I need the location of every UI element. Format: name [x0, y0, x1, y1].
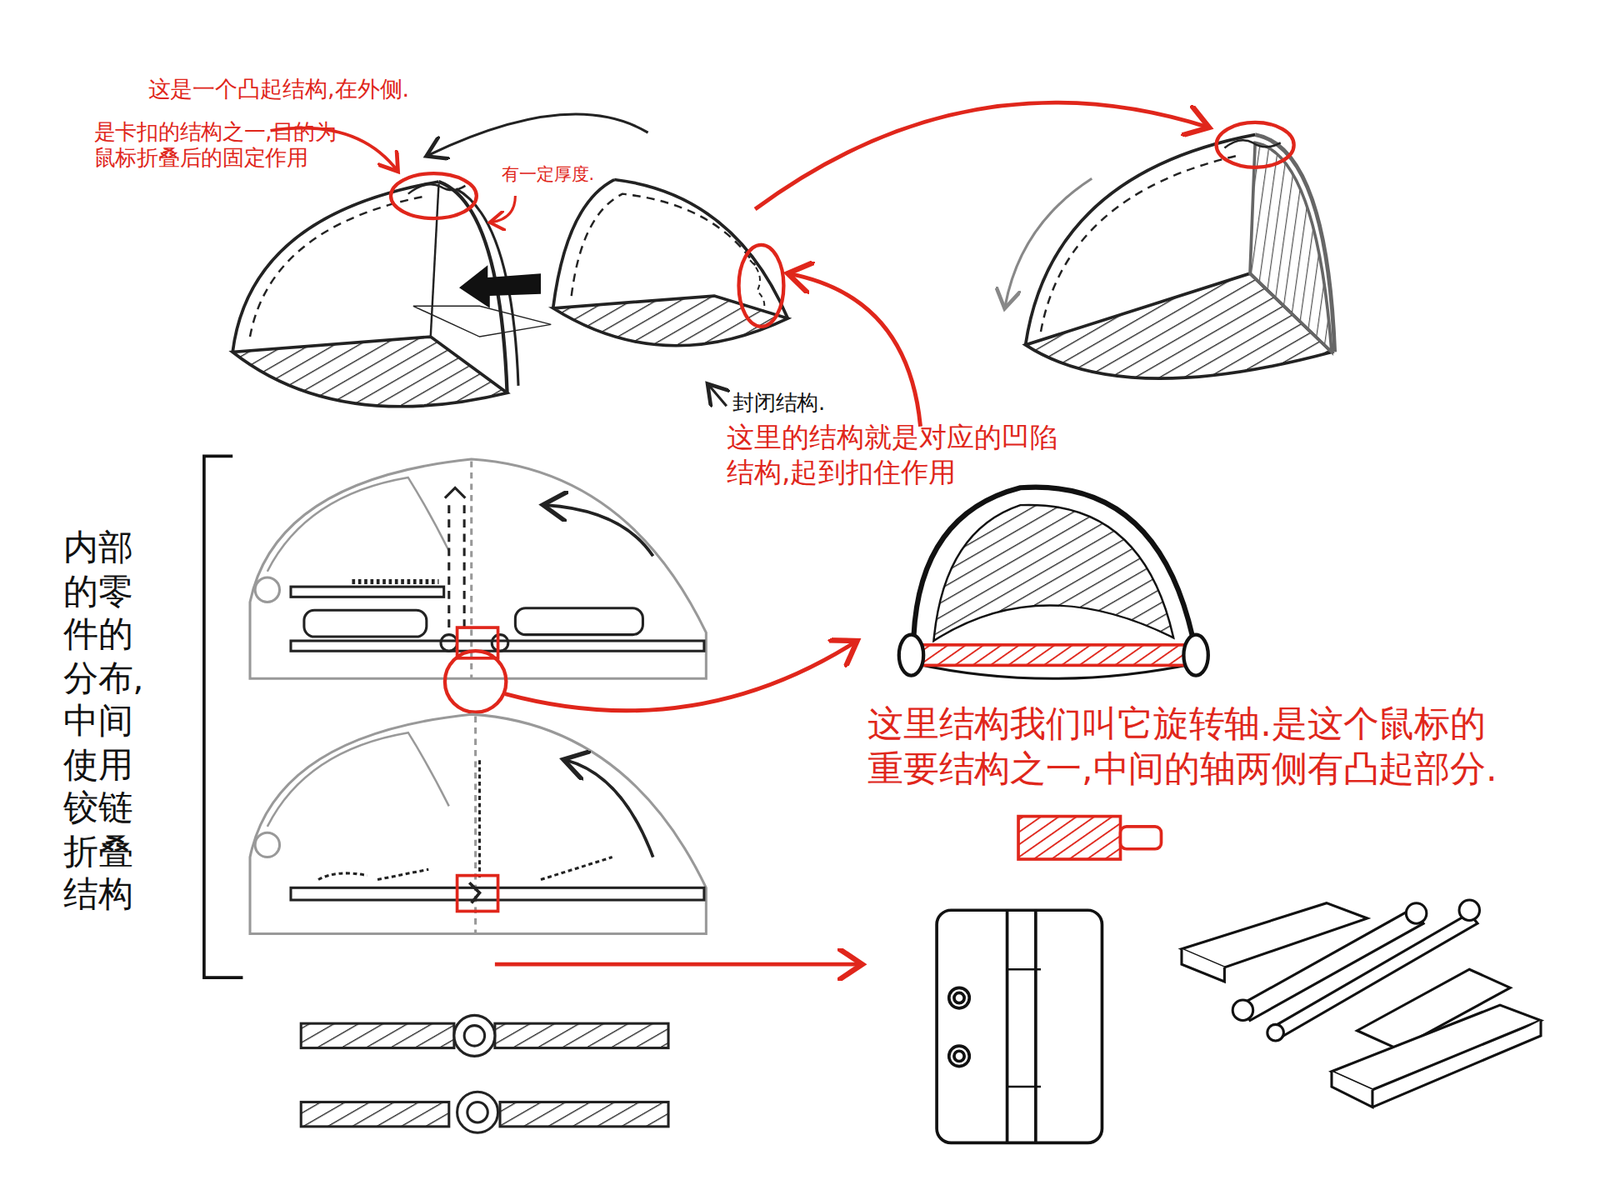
folded-shell: [1250, 142, 1332, 352]
hinge-front: [936, 910, 1102, 1143]
shaft-icon: [1018, 816, 1120, 860]
red-arrow: [495, 962, 863, 967]
side-view-open: [290, 586, 445, 597]
half-shell: [413, 305, 551, 337]
hinge-exploded: [1267, 1024, 1285, 1041]
folded-shell: [1224, 140, 1280, 148]
rotation-axis: [899, 487, 1209, 680]
side-view-open: [250, 459, 706, 679]
rotation-axis: [920, 645, 1196, 665]
hinge-section: [500, 1101, 669, 1126]
side-view-open: [515, 608, 643, 635]
highlight-ring: [1216, 122, 1295, 168]
side-view-open: [491, 635, 509, 652]
folded-shell: [1040, 155, 1240, 332]
highlight-ring: [445, 650, 506, 712]
quarter-shell: [553, 295, 789, 346]
side-view-open: [255, 577, 280, 602]
side-view-open: [267, 477, 450, 572]
hinge-front: [954, 1050, 965, 1061]
hinge-section: [467, 1101, 488, 1122]
hinge-section: [300, 1015, 669, 1133]
side-view-open: [470, 460, 473, 679]
hinge-front: [949, 987, 970, 1008]
side-view-open: [250, 459, 706, 679]
half-shell: [430, 183, 440, 337]
side-view-closed: [250, 714, 706, 934]
quarter-shell: [571, 194, 755, 296]
rotation-axis: [913, 487, 1196, 654]
leader-arrow: [709, 385, 727, 406]
side-view-open: [440, 635, 458, 652]
annotation-text: 内部的零件的分布,中间使用铰链折叠结构: [63, 525, 160, 916]
red-arrow: [490, 195, 516, 223]
rotation-axis: [1183, 635, 1208, 676]
highlight-ring: [390, 173, 477, 219]
hinge-exploded: [1459, 900, 1480, 920]
hinge-front: [1007, 969, 1041, 1087]
highlight-box: [457, 875, 499, 912]
hinge-front: [949, 1045, 970, 1066]
quarter-shell: [553, 180, 789, 346]
side-view-closed: [267, 732, 450, 827]
half-shell: [232, 336, 507, 407]
red-arrow: [755, 102, 1210, 210]
annotation-text: 这里的结构就是对应的凹陷结构,起到扣住作用: [726, 420, 1085, 490]
shaft-icon: [1018, 816, 1161, 860]
side-view-open: [445, 487, 465, 498]
rotation-axis: [933, 505, 1174, 641]
side-view-open: [304, 610, 427, 637]
hinge-exploded: [1405, 903, 1426, 924]
quarter-shell: [750, 260, 765, 311]
half-shell: [232, 181, 551, 407]
side-view-open: [449, 505, 465, 633]
side-view-closed: [255, 832, 280, 857]
motion-arrow: [428, 114, 648, 155]
hinge-exploded: [1181, 949, 1225, 982]
folded-shell: [1025, 135, 1256, 345]
hinge-section: [495, 1023, 669, 1048]
annotation-text: 是卡扣的结构之一,目的为鼠标折叠后的固定作用: [94, 118, 355, 172]
hinge-section: [457, 1091, 499, 1133]
side-view-open: [545, 505, 654, 556]
hinge-front: [954, 992, 965, 1003]
annotation-text: 封闭结构.: [732, 390, 875, 417]
side-view-closed: [318, 760, 613, 880]
side-view-open: [351, 579, 439, 585]
bracket: [204, 455, 244, 978]
side-view-closed: [566, 760, 654, 857]
quarter-shell: [614, 180, 788, 320]
red-arrow: [505, 640, 857, 711]
annotation-text: 这是一个凸起结构,在外侧.: [148, 75, 455, 105]
hinge-exploded: [1331, 1020, 1541, 1108]
shaft-icon: [1120, 826, 1162, 850]
quarter-shell: [553, 180, 615, 309]
rotation-axis: [899, 635, 924, 676]
annotation-text: 有一定厚度.: [501, 163, 604, 185]
folded-shell: [1025, 135, 1335, 379]
hinge-section: [454, 1015, 495, 1056]
hinge-exploded: [1232, 1000, 1253, 1020]
side-view-closed: [469, 882, 480, 903]
hinge-front: [936, 910, 1102, 1143]
annotation-text: 这里结构我们叫它旋转轴.是这个鼠标的重要结构之一,中间的轴两侧有凸起部分.: [867, 701, 1521, 791]
half-shell: [250, 195, 427, 337]
highlight-ring: [739, 245, 785, 327]
side-view-closed: [250, 714, 706, 934]
hinge-section: [300, 1101, 450, 1126]
motion-arrow: [1005, 178, 1092, 306]
hinge-front: [1007, 910, 1036, 1143]
hinge-section: [464, 1025, 485, 1046]
hinge-exploded: [1181, 900, 1541, 1108]
assembly-arrow: [459, 265, 541, 308]
hinge-section: [300, 1023, 455, 1048]
half-shell: [232, 181, 439, 352]
half-shell: [408, 184, 466, 194]
